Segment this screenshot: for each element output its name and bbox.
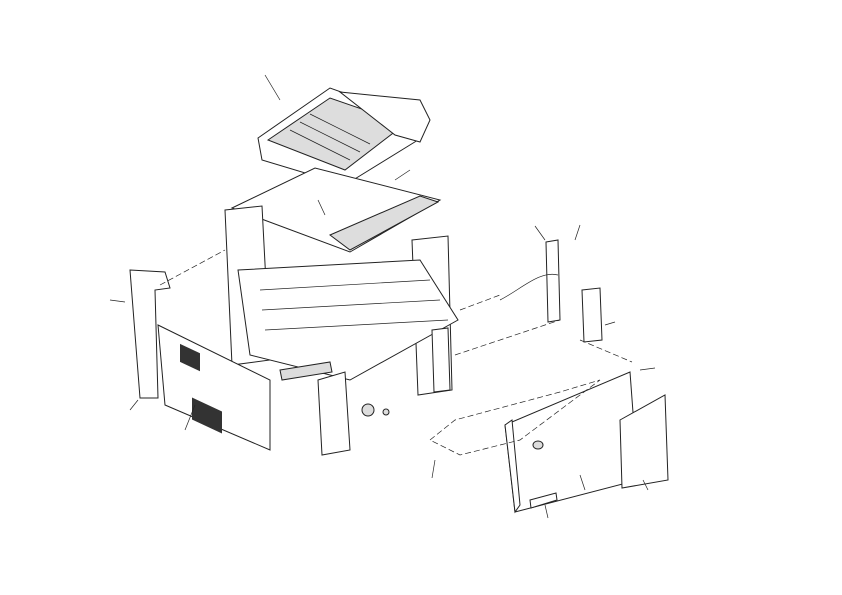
left-side-cover	[157, 324, 271, 451]
side-panel	[619, 394, 669, 489]
main-frame	[224, 205, 459, 456]
board-box	[581, 287, 603, 343]
left-side-rail	[129, 269, 171, 399]
top-cover	[257, 87, 431, 186]
control-board-bracket	[499, 239, 561, 323]
inner-cover	[230, 167, 442, 253]
label-plate	[529, 492, 558, 509]
gear	[361, 403, 390, 417]
leader-lines	[109, 74, 656, 519]
front-cover	[429, 371, 639, 514]
